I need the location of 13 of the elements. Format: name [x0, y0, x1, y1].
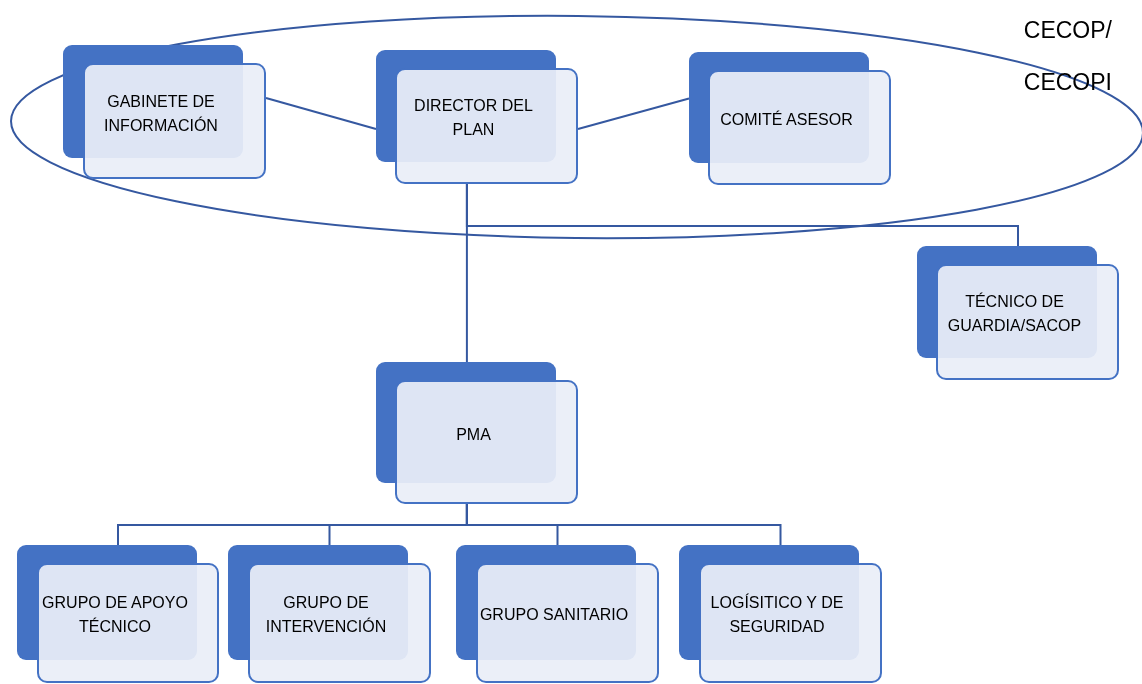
- card-label: COMITÉ ASESOR: [720, 109, 853, 130]
- card-label: TÉCNICO DE GUARDIA/SACOP: [946, 291, 1083, 336]
- card-label: GRUPO SANITARIO: [479, 604, 629, 625]
- card-label: LOGÍSITICO Y DE SEGURIDAD: [709, 592, 845, 637]
- card-label: GRUPO DE APOYO TÉCNICO: [41, 592, 189, 637]
- card-label: PMA: [456, 424, 491, 445]
- card-label: DIRECTOR DEL PLAN: [413, 96, 534, 140]
- connector-line: [265, 97, 377, 130]
- connector-line: [465, 183, 468, 363]
- card-label: GABINETE DE INFORMACIÓN: [103, 91, 219, 136]
- connector-line: [577, 97, 690, 130]
- connector-line: [465, 503, 782, 546]
- card-label: GRUPO DE INTERVENCIÓN: [264, 592, 388, 637]
